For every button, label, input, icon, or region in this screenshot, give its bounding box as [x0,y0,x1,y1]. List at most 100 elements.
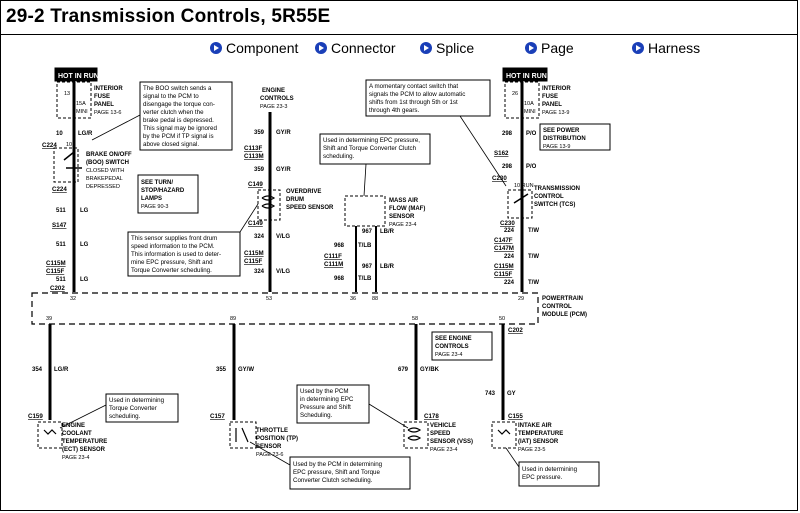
connector-label[interactable]: C224 [52,186,67,193]
note-boo-line: disengage the torque con- [143,101,215,108]
connector-label[interactable]: C202 [508,327,523,334]
connector-label[interactable]: C149 [248,181,263,188]
note-tp-line: Converter Clutch scheduling. [293,477,373,484]
wire-color: LB/R [380,229,395,235]
note-iat-line: Used in determining [522,466,578,473]
connector-label[interactable]: C224 [42,142,57,149]
connector-label[interactable]: C115F [244,258,262,265]
wire-number: 224 [504,228,515,234]
vss-label: VEHICLE [430,423,456,429]
tcs-label: TRANSMISSION [534,186,580,192]
tp-label: SENSOR [256,444,282,450]
note-maf-line: scheduling. [323,153,355,160]
wire-number: 359 [254,167,265,173]
connector-label[interactable]: C115F [46,268,64,275]
fuse-right-label-1: INTERIOR [542,86,571,92]
connector-label[interactable]: C157 [210,413,225,420]
brake-switch-note: BRAKEPEDAL [86,176,123,182]
splice-label[interactable]: S162 [494,150,509,157]
ref-engine-line[interactable]: SEE ENGINE [435,336,472,342]
connector-label[interactable]: C115M [494,263,514,270]
wire-number: 224 [504,280,515,286]
brake-switch-label: BRAKE ON/OFF [86,152,132,158]
connector-label[interactable]: C113F [244,145,262,152]
connector-label[interactable]: C230 [500,220,515,227]
splice-label[interactable]: S147 [52,222,67,229]
vss-label: SPEED [430,431,451,437]
note-boo-line: signal to the PCM to [143,93,199,100]
ref-turn-line[interactable]: LAMPS [141,196,162,202]
pcm-pin: 32 [70,296,76,302]
wire-number: 359 [254,130,265,136]
connector-label[interactable]: C147M [494,245,514,252]
fuse-left-label-3: PANEL [94,102,114,108]
wire-color: V/LG [276,269,290,275]
connector-label[interactable]: C111M [324,261,343,268]
note-odss-line: Torque Converter scheduling. [131,267,212,274]
ref-engine-line[interactable]: CONTROLS [435,344,469,350]
ref-turn-line[interactable]: STOP/HAZARD [141,188,185,194]
vss-page: PAGE 23-4 [430,447,457,453]
wire-number: 967 [362,229,373,235]
note-iat: Used in determining EPC pressure. [522,466,578,481]
nav-component[interactable]: Component [210,39,298,57]
wire-number: 968 [334,276,345,282]
connector-label[interactable]: C115M [46,260,66,267]
wire-number: 679 [398,367,409,373]
fuse-right-number: 26 [512,91,518,97]
nav-harness[interactable]: Harness [632,39,700,57]
ref-engine-page[interactable]: PAGE 23-4 [435,352,462,358]
nav-page-label: Page [541,40,574,56]
wire-number: 298 [502,131,513,137]
fuse-left-label-1: INTERIOR [94,86,123,92]
connector-label[interactable]: C115M [244,250,264,257]
wire-number: 511 [56,277,66,283]
wire-number: 355 [216,367,227,373]
fuse-right-label-3: PANEL [542,102,562,108]
tp-label: THROTTLE [256,428,288,434]
wire-color: LG [80,242,89,248]
connector-label[interactable]: C113M [244,153,264,160]
title-bar: 29-2 Transmission Controls, 5R55E [0,0,798,35]
note-tp-line: EPC pressure, Shift and Torque [293,469,380,476]
connector-label[interactable]: C111F [324,253,342,260]
connector-label[interactable]: C155 [508,413,523,420]
fuse-left-rating: 15A [76,101,86,107]
note-tp: Used by the PCM in determining EPC press… [293,461,383,484]
note-vss-line: Pressure and Shift [300,404,351,411]
connector-label[interactable]: C115F [494,271,512,278]
wire-number: 298 [502,164,513,170]
note-ect-line: scheduling. [109,413,141,420]
connector-label[interactable]: C202 [50,285,65,292]
ref-power-line[interactable]: SEE POWER [543,128,580,134]
wire-color: GY/BK [420,367,440,373]
wire-color: P/O [526,131,537,137]
connector-label[interactable]: C230 [492,175,507,182]
hot-in-run-left: HOT IN RUN [58,73,99,80]
wire-color: LB/R [380,264,395,270]
nav-page[interactable]: Page [525,39,574,57]
connector-label[interactable]: C149 [248,220,263,227]
pcm-pin: 36 [350,296,356,302]
nav-splice[interactable]: Splice [420,39,474,57]
wire-color: V/LG [276,234,290,240]
page-title: 29-2 Transmission Controls, 5R55E [6,6,331,27]
ref-turn-line[interactable]: SEE TURN/ [141,180,173,186]
ref-power-line[interactable]: DISTRIBUTION [543,136,586,142]
note-iat-line: EPC pressure. [522,474,563,481]
note-boo-line: This signal may be ignored [143,125,218,132]
wire-color: P/O [526,164,537,170]
ref-power-page[interactable]: PAGE 13-9 [543,144,570,150]
connector-label[interactable]: C178 [424,413,439,420]
arrow-right-icon [210,42,222,54]
pcm-pin: 39 [46,316,52,322]
connector-label[interactable]: C147F [494,237,513,244]
maf-label: FLOW (MAF) [389,206,425,212]
fuse-left-number: 13 [64,91,70,97]
connector-label[interactable]: C159 [28,413,43,420]
arrow-right-icon [525,42,537,54]
note-tp-line: Used by the PCM in determining [293,461,383,468]
wire-color: T/W [528,228,539,234]
nav-connector[interactable]: Connector [315,39,396,57]
ref-turn-page[interactable]: PAGE 90-3 [141,204,168,210]
